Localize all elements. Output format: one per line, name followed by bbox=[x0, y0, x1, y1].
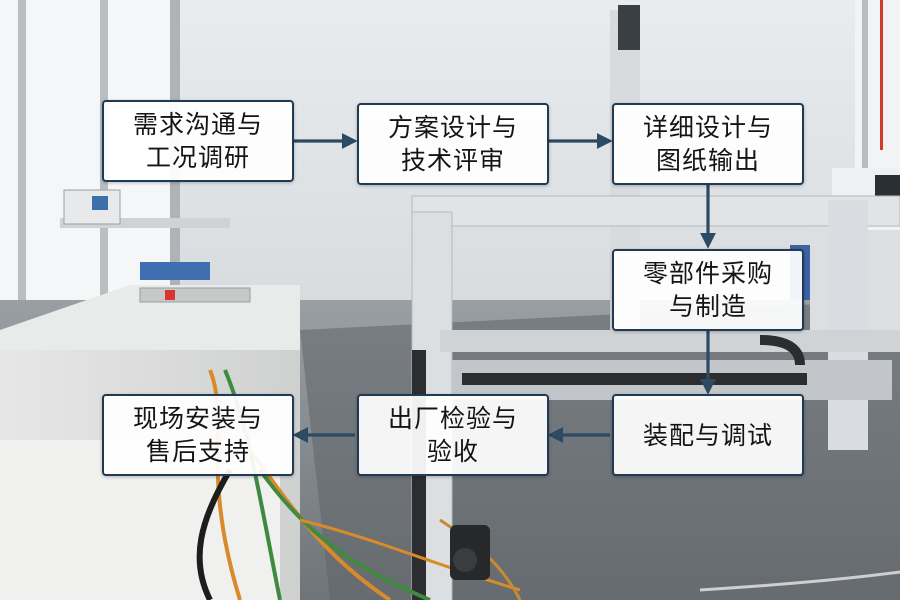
step-detailed-design: 详细设计与 图纸输出 bbox=[612, 103, 804, 185]
step-installation-support: 现场安装与 售后支持 bbox=[102, 394, 294, 476]
step-solution-review: 方案设计与 技术评审 bbox=[357, 103, 549, 185]
step-label: 出厂检验与 验收 bbox=[387, 404, 518, 466]
step-assembly-debug: 装配与调试 bbox=[612, 394, 804, 476]
step-label: 装配与调试 bbox=[642, 420, 773, 450]
step-label: 详细设计与 图纸输出 bbox=[642, 113, 773, 175]
step-parts-manufacturing: 零部件采购 与制造 bbox=[612, 249, 804, 331]
step-label: 现场安装与 售后支持 bbox=[132, 404, 263, 466]
step-factory-inspection: 出厂检验与 验收 bbox=[357, 394, 549, 476]
step-label: 需求沟通与 工况调研 bbox=[132, 110, 263, 172]
step-label: 方案设计与 技术评审 bbox=[387, 113, 518, 175]
step-requirements-survey: 需求沟通与 工况调研 bbox=[102, 100, 294, 182]
step-label: 零部件采购 与制造 bbox=[642, 259, 773, 321]
